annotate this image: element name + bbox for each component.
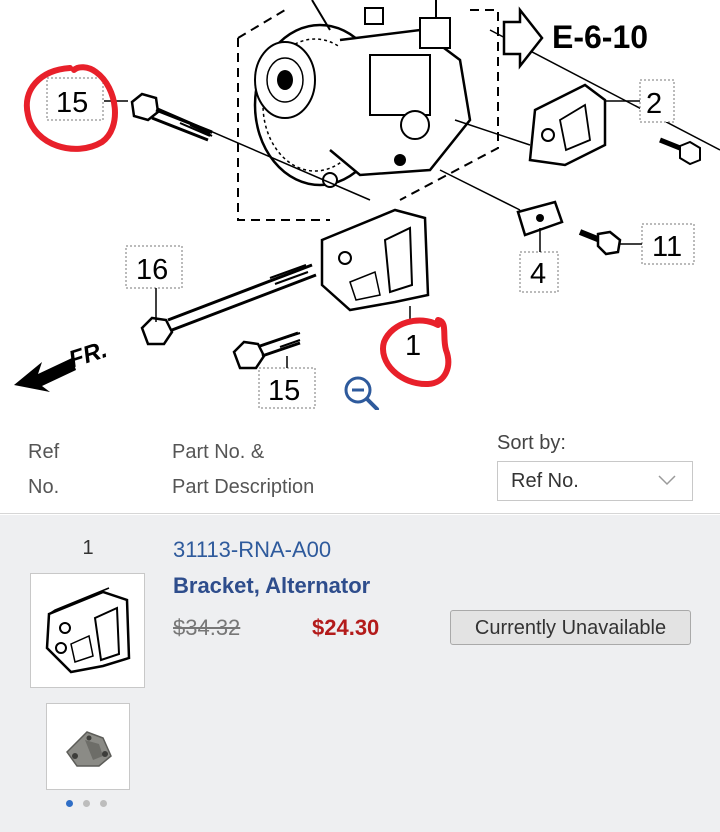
bolt-16-drawing bbox=[140, 263, 317, 346]
part-row: 1 31113-RNA-A00 Bracket, Alternator $34.… bbox=[0, 515, 720, 832]
pager-dot[interactable] bbox=[100, 800, 107, 807]
part-column-header: Part No. & Part Description bbox=[172, 435, 452, 505]
callout-11[interactable]: 11 bbox=[620, 223, 695, 265]
alternator-bracket-drawing bbox=[320, 208, 430, 312]
reference-label[interactable]: E-6-10 bbox=[552, 19, 648, 55]
part-image-main[interactable] bbox=[30, 573, 145, 688]
part-number-link[interactable]: 31113-RNA-A00 bbox=[173, 537, 332, 562]
image-pager bbox=[66, 800, 116, 810]
ref-header-line2: No. bbox=[28, 476, 60, 498]
bolt-drawing bbox=[130, 92, 213, 142]
callout-2[interactable]: 2 bbox=[605, 79, 675, 123]
zoom-out-icon[interactable] bbox=[344, 376, 379, 410]
svg-text:11: 11 bbox=[652, 231, 682, 263]
sort-by-label: Sort by: bbox=[497, 432, 566, 454]
sale-price: $24.30 bbox=[312, 615, 380, 640]
bolt-15-lower-drawing bbox=[232, 331, 301, 370]
alternator-drawing bbox=[253, 0, 472, 188]
currently-unavailable-button[interactable]: Currently Unavailable bbox=[450, 610, 691, 645]
part-ref-no: 1 bbox=[82, 537, 94, 559]
part-image-photo[interactable] bbox=[46, 703, 130, 790]
dashed-outline bbox=[237, 9, 499, 221]
part-header-line2: Part Description bbox=[172, 476, 315, 498]
part-description-link[interactable]: Bracket, Alternator bbox=[173, 573, 371, 598]
reference-arrow-icon bbox=[502, 6, 544, 70]
svg-text:4: 4 bbox=[530, 258, 546, 290]
parts-diagram-drawing: E-6-10 bbox=[14, 0, 720, 410]
bracket-line-drawing bbox=[45, 587, 131, 674]
parts-list-header: Ref No. Part No. & Part Description Sort… bbox=[0, 410, 720, 514]
leader-line bbox=[454, 119, 531, 146]
front-arrow-icon: FR. bbox=[14, 336, 111, 392]
bracket-4-drawing bbox=[516, 200, 564, 237]
callout-1[interactable]: 1 bbox=[405, 306, 421, 362]
chevron-down-icon bbox=[658, 475, 676, 486]
sort-by-select[interactable]: Ref No. bbox=[497, 461, 693, 501]
callout-4[interactable]: 4 bbox=[519, 228, 559, 293]
callout-15-lower[interactable]: 15 bbox=[258, 356, 316, 409]
svg-text:15: 15 bbox=[268, 375, 300, 407]
bracket-photo bbox=[66, 731, 112, 767]
sort-by-value: Ref No. bbox=[511, 470, 579, 492]
red-circle-annotation bbox=[380, 317, 452, 388]
leader-line bbox=[439, 169, 521, 211]
bracket-2-drawing bbox=[528, 83, 607, 167]
original-price: $34.32 bbox=[173, 615, 241, 640]
callout-15-upper[interactable]: 15 bbox=[46, 77, 128, 121]
front-label: FR. bbox=[66, 336, 111, 374]
svg-text:1: 1 bbox=[405, 330, 421, 362]
ref-header-line1: Ref bbox=[28, 441, 60, 463]
svg-text:2: 2 bbox=[646, 88, 662, 120]
pager-dot[interactable] bbox=[83, 800, 90, 807]
pager-dot-active[interactable] bbox=[66, 800, 73, 807]
ref-no-column-header: Ref No. bbox=[28, 435, 128, 505]
svg-text:16: 16 bbox=[136, 254, 168, 286]
bolt-11-drawing bbox=[578, 229, 622, 256]
svg-text:15: 15 bbox=[56, 87, 88, 119]
parts-diagram[interactable]: E-6-10 bbox=[0, 0, 720, 410]
callout-16[interactable]: 16 bbox=[125, 245, 183, 322]
part-header-line1: Part No. & bbox=[172, 441, 265, 463]
red-circle-annotation bbox=[23, 64, 118, 152]
bolt-right-drawing bbox=[659, 137, 701, 166]
